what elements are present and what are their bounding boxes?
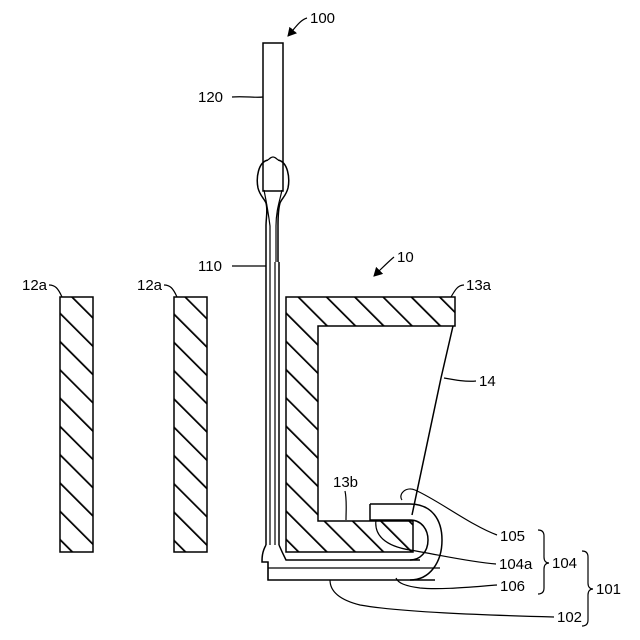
brace-101 [582, 551, 593, 626]
leader-13b [345, 491, 346, 520]
label-110: 110 [198, 258, 222, 275]
plate-left-1 [60, 297, 93, 552]
label-102: 102 [557, 609, 582, 626]
label-14: 14 [479, 373, 496, 390]
plate-left-2 [174, 297, 207, 552]
leader-14 [444, 378, 476, 381]
label-13a: 13a [466, 277, 492, 294]
label-105: 105 [500, 528, 525, 545]
brace-104 [538, 530, 549, 594]
label-106: 106 [500, 578, 525, 595]
leader-13a [451, 285, 464, 297]
label-104: 104 [552, 555, 577, 572]
upper-strip [263, 43, 283, 191]
leader-100 [288, 18, 307, 36]
leader-120 [232, 97, 263, 98]
label-10: 10 [397, 249, 414, 266]
label-13b: 13b [333, 474, 358, 491]
label-101: 101 [596, 581, 621, 598]
leader-10 [374, 257, 394, 276]
leader-12a-2 [164, 285, 177, 297]
label-12a-left: 12a [22, 277, 48, 294]
side-face [412, 326, 453, 515]
label-100: 100 [310, 10, 335, 27]
leader-12a-1 [49, 285, 62, 297]
label-12a-right: 12a [137, 277, 163, 294]
label-120: 120 [198, 89, 223, 106]
label-104a: 104a [499, 556, 533, 573]
